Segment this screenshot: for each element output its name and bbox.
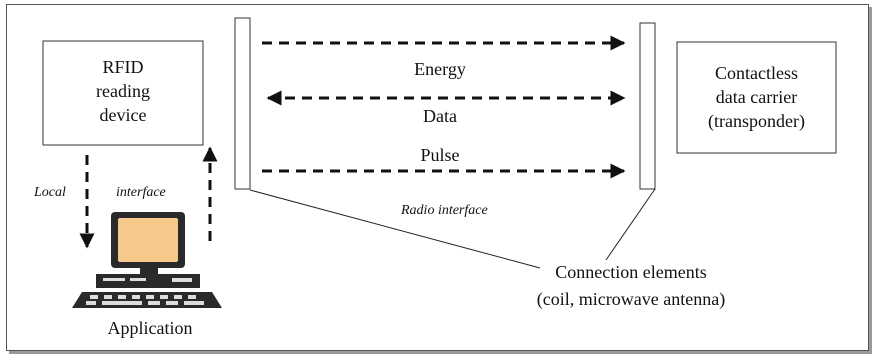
energy-label: Energy bbox=[414, 59, 466, 79]
reader-label-line3: device bbox=[99, 105, 147, 125]
transponder-label-line2: data carrier bbox=[715, 87, 798, 107]
connection-line-reader bbox=[249, 189, 541, 269]
pulse-label: Pulse bbox=[420, 145, 460, 165]
reader-label: RFID reading device bbox=[43, 55, 203, 127]
transponder-box bbox=[676, 41, 837, 154]
connection-elements-line2: (coil, microwave antenna) bbox=[536, 289, 726, 309]
data-label: Data bbox=[423, 106, 457, 126]
connection-elements-line1: Connection elements bbox=[555, 262, 707, 282]
local-label: Local bbox=[34, 185, 66, 200]
interface-label: interface bbox=[116, 185, 166, 200]
transponder-label-line3: (transponder) bbox=[708, 111, 805, 131]
reader-box bbox=[42, 40, 204, 146]
computer-icon bbox=[72, 212, 222, 308]
reader-antenna-bar bbox=[234, 17, 251, 190]
connection-elements-label: Connection elements (coil, microwave ant… bbox=[516, 260, 746, 311]
reader-label-line1: RFID bbox=[102, 57, 144, 77]
application-label: Application bbox=[107, 318, 193, 338]
transponder-label-line1: Contactless bbox=[715, 63, 798, 83]
reader-label-line2: reading bbox=[96, 81, 150, 101]
radio-interface-label: Radio interface bbox=[401, 203, 488, 218]
connection-line-transponder bbox=[605, 188, 656, 261]
transponder-antenna-bar bbox=[639, 22, 656, 190]
transponder-label: Contactless data carrier (transponder) bbox=[677, 61, 836, 133]
